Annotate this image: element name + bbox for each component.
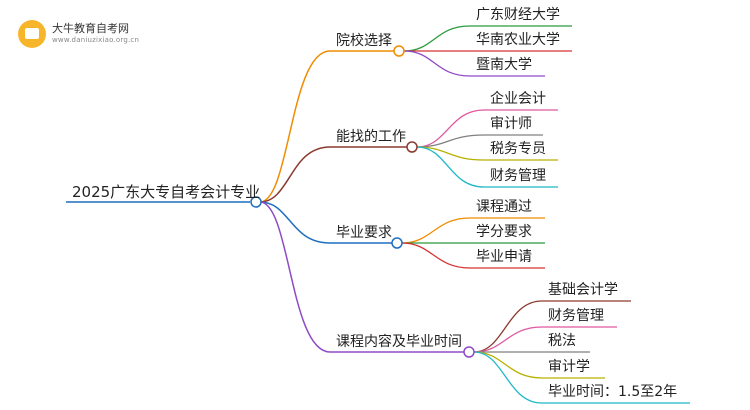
subtopic-3-1: 课程通过 <box>476 199 532 215</box>
logo-name: 大牛教育自考网 <box>52 22 129 35</box>
branch-link-2 <box>259 146 331 203</box>
subtopic-4-5: 毕业时间：1.5至2年 <box>548 384 678 400</box>
subtopic-1-2: 华南农业大学 <box>476 32 560 48</box>
subtopic-link-3-3 <box>401 242 471 269</box>
subtopic-1-3: 暨南大学 <box>476 57 532 73</box>
branch-link-1 <box>259 50 331 203</box>
subtopic-link-2-4 <box>416 146 485 188</box>
subtopic-4-1: 基础会计学 <box>548 282 618 298</box>
branch-node-2[interactable] <box>406 141 418 153</box>
subtopic-link-4-1 <box>473 300 543 353</box>
subtopic-1-1: 广东财经大学 <box>476 7 560 23</box>
logo-url: www.daniuzixiao.org.cn <box>52 36 140 44</box>
branch-topic-1: 院校选择 <box>336 33 392 49</box>
subtopic-link-2-1 <box>416 109 485 148</box>
subtopic-2-2: 审计师 <box>490 116 532 132</box>
branch-link-4 <box>259 201 331 353</box>
root-topic: 2025广东大专自考会计专业 <box>72 183 261 201</box>
subtopic-link-1-3 <box>403 50 471 77</box>
branch-link-3 <box>259 201 331 244</box>
branch-node-4[interactable] <box>463 346 475 358</box>
book-icon <box>18 20 46 48</box>
site-logo: 大牛教育自考网 www.daniuzixiao.org.cn <box>18 18 198 54</box>
subtopic-2-1: 企业会计 <box>490 91 546 107</box>
subtopic-4-2: 财务管理 <box>548 308 604 324</box>
subtopic-2-4: 财务管理 <box>490 168 546 184</box>
subtopic-link-3-1 <box>401 217 471 244</box>
subtopic-4-3: 税法 <box>548 333 576 349</box>
subtopic-3-2: 学分要求 <box>476 224 532 240</box>
branch-topic-4: 课程内容及毕业时间 <box>336 334 462 350</box>
subtopic-3-3: 毕业申请 <box>476 249 532 265</box>
subtopic-4-4: 审计学 <box>548 359 590 375</box>
branch-node-3[interactable] <box>391 237 403 249</box>
branch-node-1[interactable] <box>393 45 405 57</box>
subtopic-link-4-4 <box>473 351 543 379</box>
subtopic-link-2-2 <box>416 134 485 148</box>
subtopic-link-1-1 <box>403 25 471 52</box>
subtopic-2-3: 税务专员 <box>490 141 546 157</box>
branch-topic-3: 毕业要求 <box>336 225 392 241</box>
branch-topic-2: 能找的工作 <box>336 129 406 145</box>
root-node[interactable] <box>250 196 262 208</box>
subtopic-link-4-2 <box>473 326 543 353</box>
subtopic-link-4-5 <box>473 351 543 404</box>
